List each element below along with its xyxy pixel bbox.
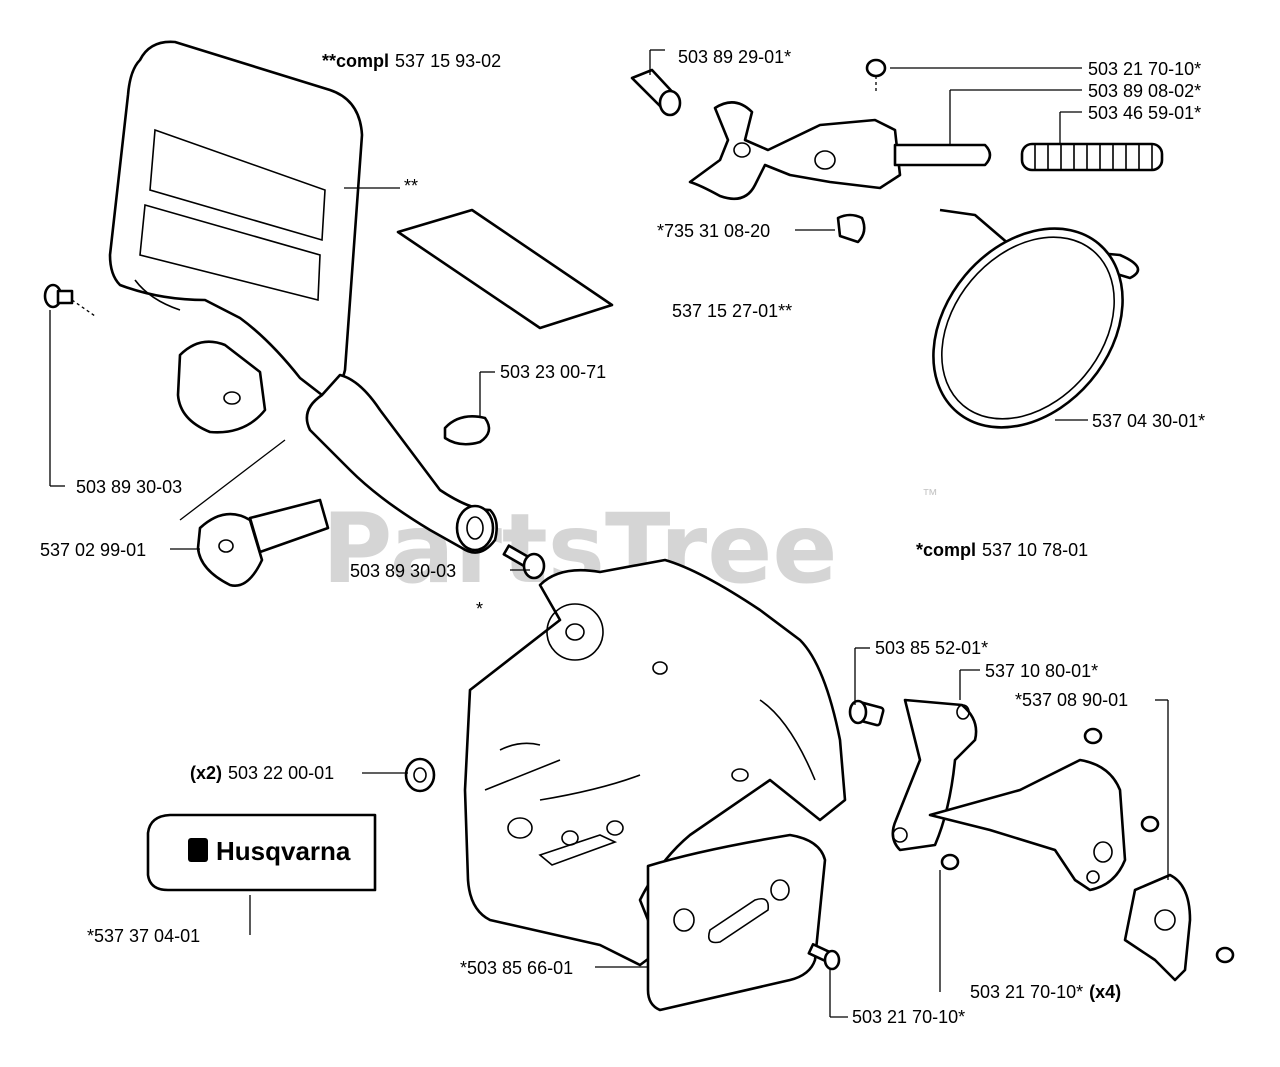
- brake-spring-pin: [630, 68, 682, 117]
- label-503230071: 503 23 00-71: [500, 362, 606, 382]
- decal: Husqvarna: [146, 813, 377, 892]
- pin: [848, 699, 885, 727]
- hand-guard: [108, 40, 498, 554]
- label-cover-prefix: *compl: [916, 540, 976, 560]
- label-double-star: **: [404, 176, 418, 196]
- guard-plate: [396, 208, 614, 330]
- label-503855201: 503 85 52-01*: [875, 638, 988, 658]
- label-503220001: 503 22 00-01: [228, 763, 334, 783]
- label-537152701: 537 15 27-01**: [672, 301, 792, 321]
- brake-band: [932, 208, 1140, 429]
- label-503890802: 503 89 08-02*: [1088, 81, 1201, 101]
- label-503465901: 503 46 59-01*: [1088, 103, 1201, 123]
- screw-bar-plate: [807, 942, 841, 971]
- chain-cover-plate: [928, 758, 1127, 892]
- screw-top: [865, 58, 887, 92]
- chain-guard: [891, 698, 978, 852]
- bolt-guard: [502, 544, 546, 580]
- label-735310820: *735 31 08-20: [657, 221, 770, 241]
- label-503856601: *503 85 66-01: [460, 958, 573, 978]
- screws-x4: [940, 727, 1235, 964]
- spring-pin: [196, 498, 330, 587]
- bolt-left: [43, 283, 74, 309]
- label-537029901: 537 02 99-01: [40, 540, 146, 560]
- label-503892901: 503 89 29-01*: [678, 47, 791, 67]
- label-qty-x4: (x4): [1089, 982, 1121, 1002]
- nut-x2: [404, 757, 436, 793]
- washer: [443, 415, 491, 446]
- label-503217010-top: 503 21 70-10*: [1088, 59, 1201, 79]
- label-top-assembly-prefix: **compl: [322, 51, 389, 71]
- label-top-assembly: 537 15 93-02: [395, 51, 501, 71]
- leader-lines: [49, 49, 1169, 1018]
- label-cover-assembly: 537 10 78-01: [982, 540, 1088, 560]
- brake-spring: [1020, 142, 1164, 172]
- svg-text:(x2)503 22 00-01: (x2) 503 22 00-01: [190, 763, 334, 783]
- label-503217010-x4: 503 21 70-10*: [970, 982, 1083, 1002]
- label-single-star: *: [476, 599, 483, 619]
- brake-rod: [893, 143, 992, 167]
- svg-text:503 21 70-10*(x4): 503 21 70-10* (x4): [970, 982, 1121, 1002]
- clip: [836, 213, 866, 244]
- clutch-cover: [463, 558, 847, 967]
- watermark-tm: ™: [922, 487, 938, 504]
- label-537089001: *537 08 90-01: [1015, 690, 1128, 710]
- label-503217010-bottom: 503 21 70-10*: [852, 1007, 965, 1027]
- label-537043001: 537 04 30-01*: [1092, 411, 1205, 431]
- label-qty-x2: (x2): [190, 763, 222, 783]
- label-503893003-b: 503 89 30-03: [350, 561, 456, 581]
- catcher-block: [1123, 873, 1192, 982]
- brake-lever: [688, 101, 902, 200]
- label-503893003-a: 503 89 30-03: [76, 477, 182, 497]
- bar-plate: [646, 833, 827, 1012]
- decal-brand: Husqvarna: [216, 836, 351, 866]
- label-537370401: *537 37 04-01: [87, 926, 200, 946]
- label-537108001: 537 10 80-01*: [985, 661, 1098, 681]
